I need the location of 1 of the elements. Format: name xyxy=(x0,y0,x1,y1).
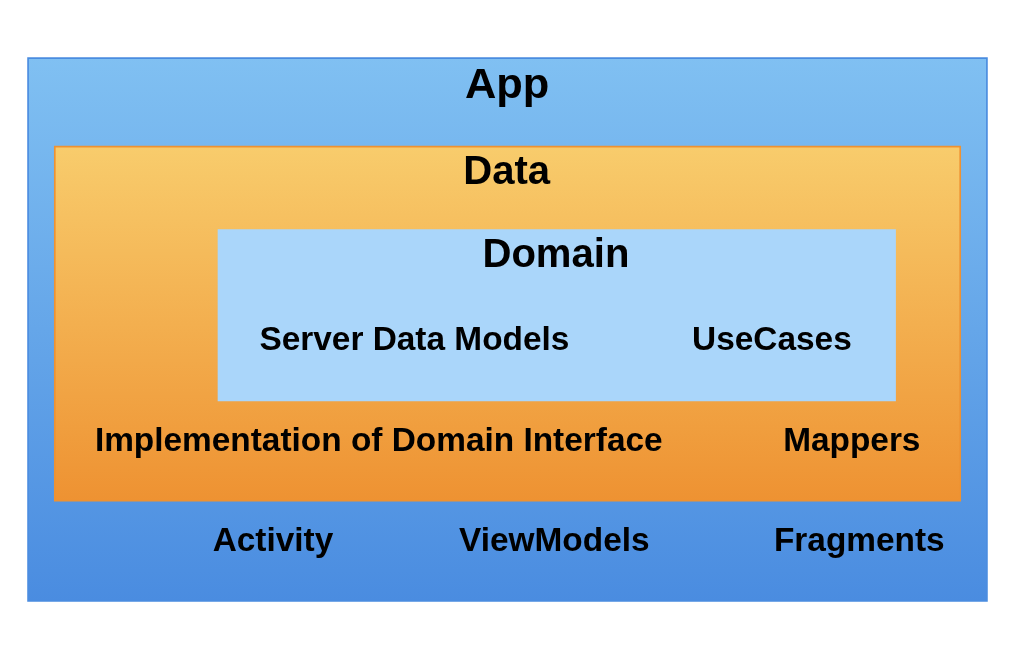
node-box: Domain Server Data Models UseCases xyxy=(217,229,896,402)
